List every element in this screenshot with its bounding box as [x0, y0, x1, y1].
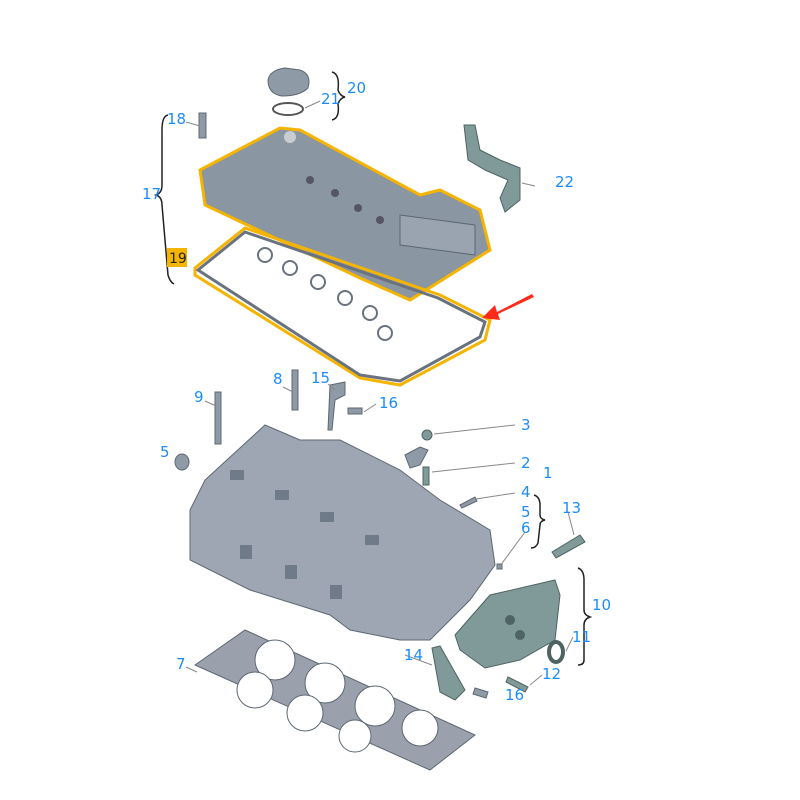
callout-21: 21 — [321, 90, 340, 108]
callout-19-highlight — [167, 248, 187, 267]
gasket-14[interactable] — [431, 645, 466, 701]
callout-17: 17 — [142, 185, 161, 203]
sensor[interactable] — [551, 534, 586, 559]
callout-19: 19 — [169, 251, 187, 267]
dowel-pin[interactable] — [422, 466, 430, 486]
valve-cover[interactable] — [198, 126, 492, 302]
timing-cover[interactable] — [454, 579, 561, 669]
bolt-small-upper[interactable] — [347, 407, 363, 415]
callout-15: 15 — [311, 369, 330, 387]
callout-16-upper: 16 — [379, 394, 398, 412]
fitting-elbow[interactable] — [404, 446, 429, 469]
callout-labels: 20 21 18 17 19 22 8 15 16 9 5 3 2 1 4 5 … — [142, 79, 611, 704]
stud-small[interactable] — [459, 496, 478, 509]
plug[interactable] — [174, 453, 190, 471]
callout-12: 12 — [542, 665, 561, 683]
pin-small[interactable] — [496, 563, 503, 570]
cylinder-head-gasket[interactable] — [193, 629, 476, 771]
callout-8: 8 — [273, 370, 283, 388]
callout-7: 7 — [176, 655, 186, 673]
callout-10: 10 — [592, 596, 611, 614]
callout-22: 22 — [555, 173, 574, 191]
callout-9: 9 — [194, 388, 204, 406]
callout-5: 5 — [521, 503, 531, 521]
braces — [153, 71, 593, 666]
cap-small[interactable] — [421, 429, 433, 441]
bracket[interactable] — [327, 381, 346, 431]
head-bolt-long[interactable] — [214, 391, 222, 445]
callout-14: 14 — [404, 646, 423, 664]
cylinder-head[interactable] — [189, 424, 496, 641]
callout-18: 18 — [167, 110, 186, 128]
callout-4: 4 — [521, 483, 531, 501]
breather-hose[interactable] — [463, 124, 521, 213]
callout-3: 3 — [521, 416, 531, 434]
callout-11: 11 — [572, 628, 591, 646]
valve-cover-gasket[interactable] — [193, 226, 492, 387]
head-bolt[interactable] — [291, 369, 299, 411]
shaft-seal[interactable] — [547, 640, 565, 664]
highlight-arrow — [482, 294, 534, 320]
bolt-16-lower[interactable] — [472, 687, 489, 699]
callout-5-plug: 5 — [160, 443, 170, 461]
cap-seal-ring[interactable] — [272, 102, 304, 116]
callout-20: 20 — [347, 79, 366, 97]
callout-6: 6 — [521, 519, 531, 537]
callout-13: 13 — [562, 499, 581, 517]
callout-1: 1 — [543, 464, 553, 482]
callout-16-lower: 16 — [505, 686, 524, 704]
leader-lines — [185, 100, 575, 686]
bolt-12[interactable] — [505, 676, 529, 693]
oil-filler-cap[interactable] — [267, 67, 310, 97]
callout-2: 2 — [521, 454, 531, 472]
